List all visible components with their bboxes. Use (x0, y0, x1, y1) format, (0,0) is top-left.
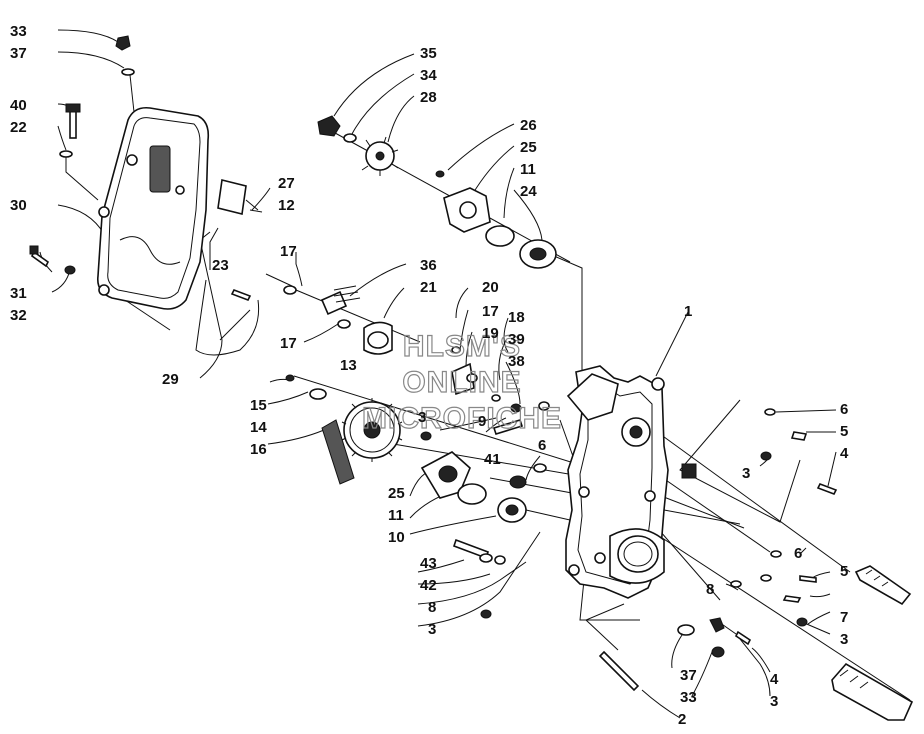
callout-19: 19 (482, 325, 499, 342)
right-fasteners (452, 408, 838, 692)
callout-11: 11 (520, 161, 536, 178)
callout-33: 33 (10, 23, 27, 40)
callout-26: 26 (520, 117, 537, 134)
callout-14: 14 (250, 419, 267, 436)
callout-31: 31 (10, 285, 27, 302)
callout-16: 16 (250, 441, 267, 458)
callout-4a: 4 (840, 445, 849, 462)
callout-1: 1 (684, 303, 692, 320)
callout-3d: 3 (840, 631, 848, 648)
callout-15: 15 (250, 397, 267, 414)
watermark-line-3: MICROFICHE (362, 402, 562, 435)
callout-37: 37 (10, 45, 27, 62)
callout-9: 9 (478, 413, 486, 430)
watermark: HLSM'S ONLINE MICROFICHE (361, 329, 562, 435)
callout-11b: 11 (388, 507, 404, 524)
callout-7: 7 (840, 609, 848, 626)
middle-parts (283, 285, 550, 489)
callout-24: 24 (520, 183, 537, 200)
callout-17b: 17 (482, 303, 499, 320)
callout-8a: 8 (428, 599, 436, 616)
callout-39: 39 (508, 331, 525, 348)
cover-fasteners (29, 35, 263, 356)
watermark-line-2: ONLINE (402, 366, 521, 399)
callout-17c: 17 (280, 335, 297, 352)
callout-36: 36 (420, 257, 437, 274)
callout-43: 43 (420, 555, 437, 572)
callout-25: 25 (520, 139, 537, 156)
callout-8b: 8 (706, 581, 714, 598)
callout-23: 23 (212, 257, 229, 274)
callout-20: 20 (482, 279, 499, 296)
callout-42: 42 (420, 577, 437, 594)
callout-33b: 33 (680, 689, 697, 706)
callout-28: 28 (420, 89, 437, 106)
callout-25b: 25 (388, 485, 405, 502)
callout-13: 13 (340, 357, 357, 374)
sprocket-and-chain (285, 374, 527, 523)
callout-5a: 5 (840, 423, 848, 440)
callout-17: 17 (280, 243, 297, 260)
callout-40: 40 (10, 97, 27, 114)
callout-37b: 37 (680, 667, 697, 684)
top-shaft-parts (317, 115, 557, 269)
callout-3e: 3 (770, 693, 778, 710)
leader-lines (39, 29, 911, 719)
callout-3c: 3 (428, 621, 436, 638)
callout-41: 41 (484, 451, 501, 468)
callout-38: 38 (508, 353, 525, 370)
callout-29: 29 (162, 371, 179, 388)
callout-numbers: 33 37 40 22 30 31 32 35 34 28 26 25 11 2… (10, 23, 849, 728)
callout-27: 27 (278, 175, 295, 192)
callout-6b: 6 (840, 401, 848, 418)
callout-12: 12 (278, 197, 295, 214)
callout-6a: 6 (538, 437, 546, 454)
callout-3a: 3 (418, 409, 426, 426)
callout-10: 10 (388, 529, 405, 546)
gear-case-cover (96, 106, 210, 310)
callout-3b: 3 (742, 465, 750, 482)
callout-21: 21 (420, 279, 437, 296)
callout-30: 30 (10, 197, 27, 214)
watermark-line-1: HLSM'S (403, 330, 521, 363)
callout-34: 34 (420, 67, 437, 84)
callout-6c: 6 (794, 545, 802, 562)
shafts (831, 565, 914, 721)
callout-22: 22 (10, 119, 27, 136)
callout-2: 2 (678, 711, 686, 728)
callout-4b: 4 (770, 671, 779, 688)
callout-5b: 5 (840, 563, 848, 580)
callout-32: 32 (10, 307, 27, 324)
callout-18: 18 (508, 309, 525, 326)
callout-35: 35 (420, 45, 437, 62)
main-gear-case (565, 365, 697, 599)
